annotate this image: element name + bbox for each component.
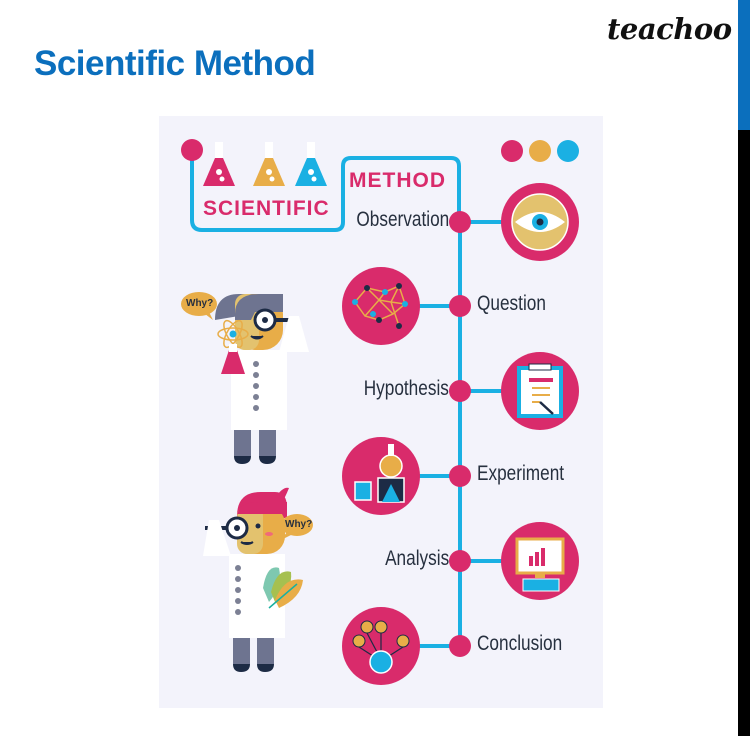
brain-network-icon [342, 267, 420, 345]
converging-ideas-icon [342, 607, 420, 685]
step-label-observation: Observation [356, 208, 449, 231]
speech-bubble-male: Why? [186, 298, 214, 309]
timeline-nodes [449, 211, 471, 657]
male-scientist-illustration [181, 292, 309, 464]
side-accent-bar-black [738, 130, 750, 736]
step-label-analysis: Analysis [384, 547, 449, 570]
step-label-question: Question [477, 292, 546, 315]
header-word-method: METHOD [349, 169, 446, 192]
step-label-conclusion: Conclusion [477, 632, 563, 655]
speech-bubble-female: Why? [285, 519, 313, 530]
step-label-hypothesis: Hypothesis [363, 377, 449, 400]
step-label-experiment: Experiment [477, 462, 565, 485]
dot-pink [501, 140, 523, 162]
side-accent-bar-blue [738, 0, 750, 130]
brand-logo: teachoo [607, 12, 732, 46]
header-word-scientific: SCIENTIFIC [203, 197, 330, 220]
female-scientist-illustration [203, 487, 313, 672]
infographic-graphics [181, 139, 579, 685]
computer-chart-icon [501, 522, 579, 600]
dot-orange [529, 140, 551, 162]
page-title: Scientific Method [34, 44, 316, 83]
scientific-method-infographic: METHOD SCIENTIFIC Observation Question H… [159, 116, 603, 708]
header-frame [190, 150, 461, 232]
eye-icon [501, 183, 579, 261]
dot-cyan [557, 140, 579, 162]
clipboard-icon [501, 352, 579, 430]
lab-equipment-icon [342, 437, 420, 515]
flask-icon-orange [253, 142, 285, 186]
start-dot [181, 139, 203, 161]
flask-icon-pink [203, 142, 235, 186]
flask-icon-cyan [295, 142, 327, 186]
